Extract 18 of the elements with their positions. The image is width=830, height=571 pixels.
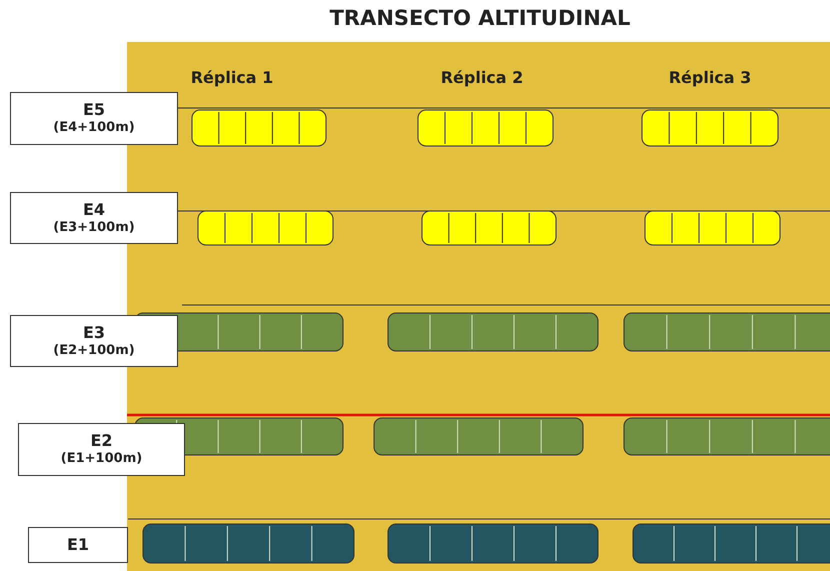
station-box (10, 92, 178, 145)
station-label: E5 (82, 100, 106, 120)
column-heading: Réplica 2 (440, 68, 524, 87)
column-heading: Réplica 1 (190, 68, 274, 87)
diagram-title: TRANSECTO ALTITUDINAL (328, 6, 632, 30)
station-box (10, 315, 178, 367)
station-label: E2 (90, 431, 113, 452)
station-box (28, 527, 128, 563)
station-label: E1 (66, 535, 90, 555)
station-label: E3 (82, 322, 106, 343)
elevation-label: (E1+100m) (60, 451, 142, 468)
elevation-label: (E3+100m) (53, 220, 135, 236)
elevation-label: (E4+100m) (53, 120, 135, 137)
station-box (10, 192, 178, 244)
station-box (18, 423, 185, 476)
station-label: E4 (82, 200, 106, 220)
column-heading: Réplica 3 (668, 68, 752, 87)
elevation-label: (E2+100m) (53, 342, 135, 360)
